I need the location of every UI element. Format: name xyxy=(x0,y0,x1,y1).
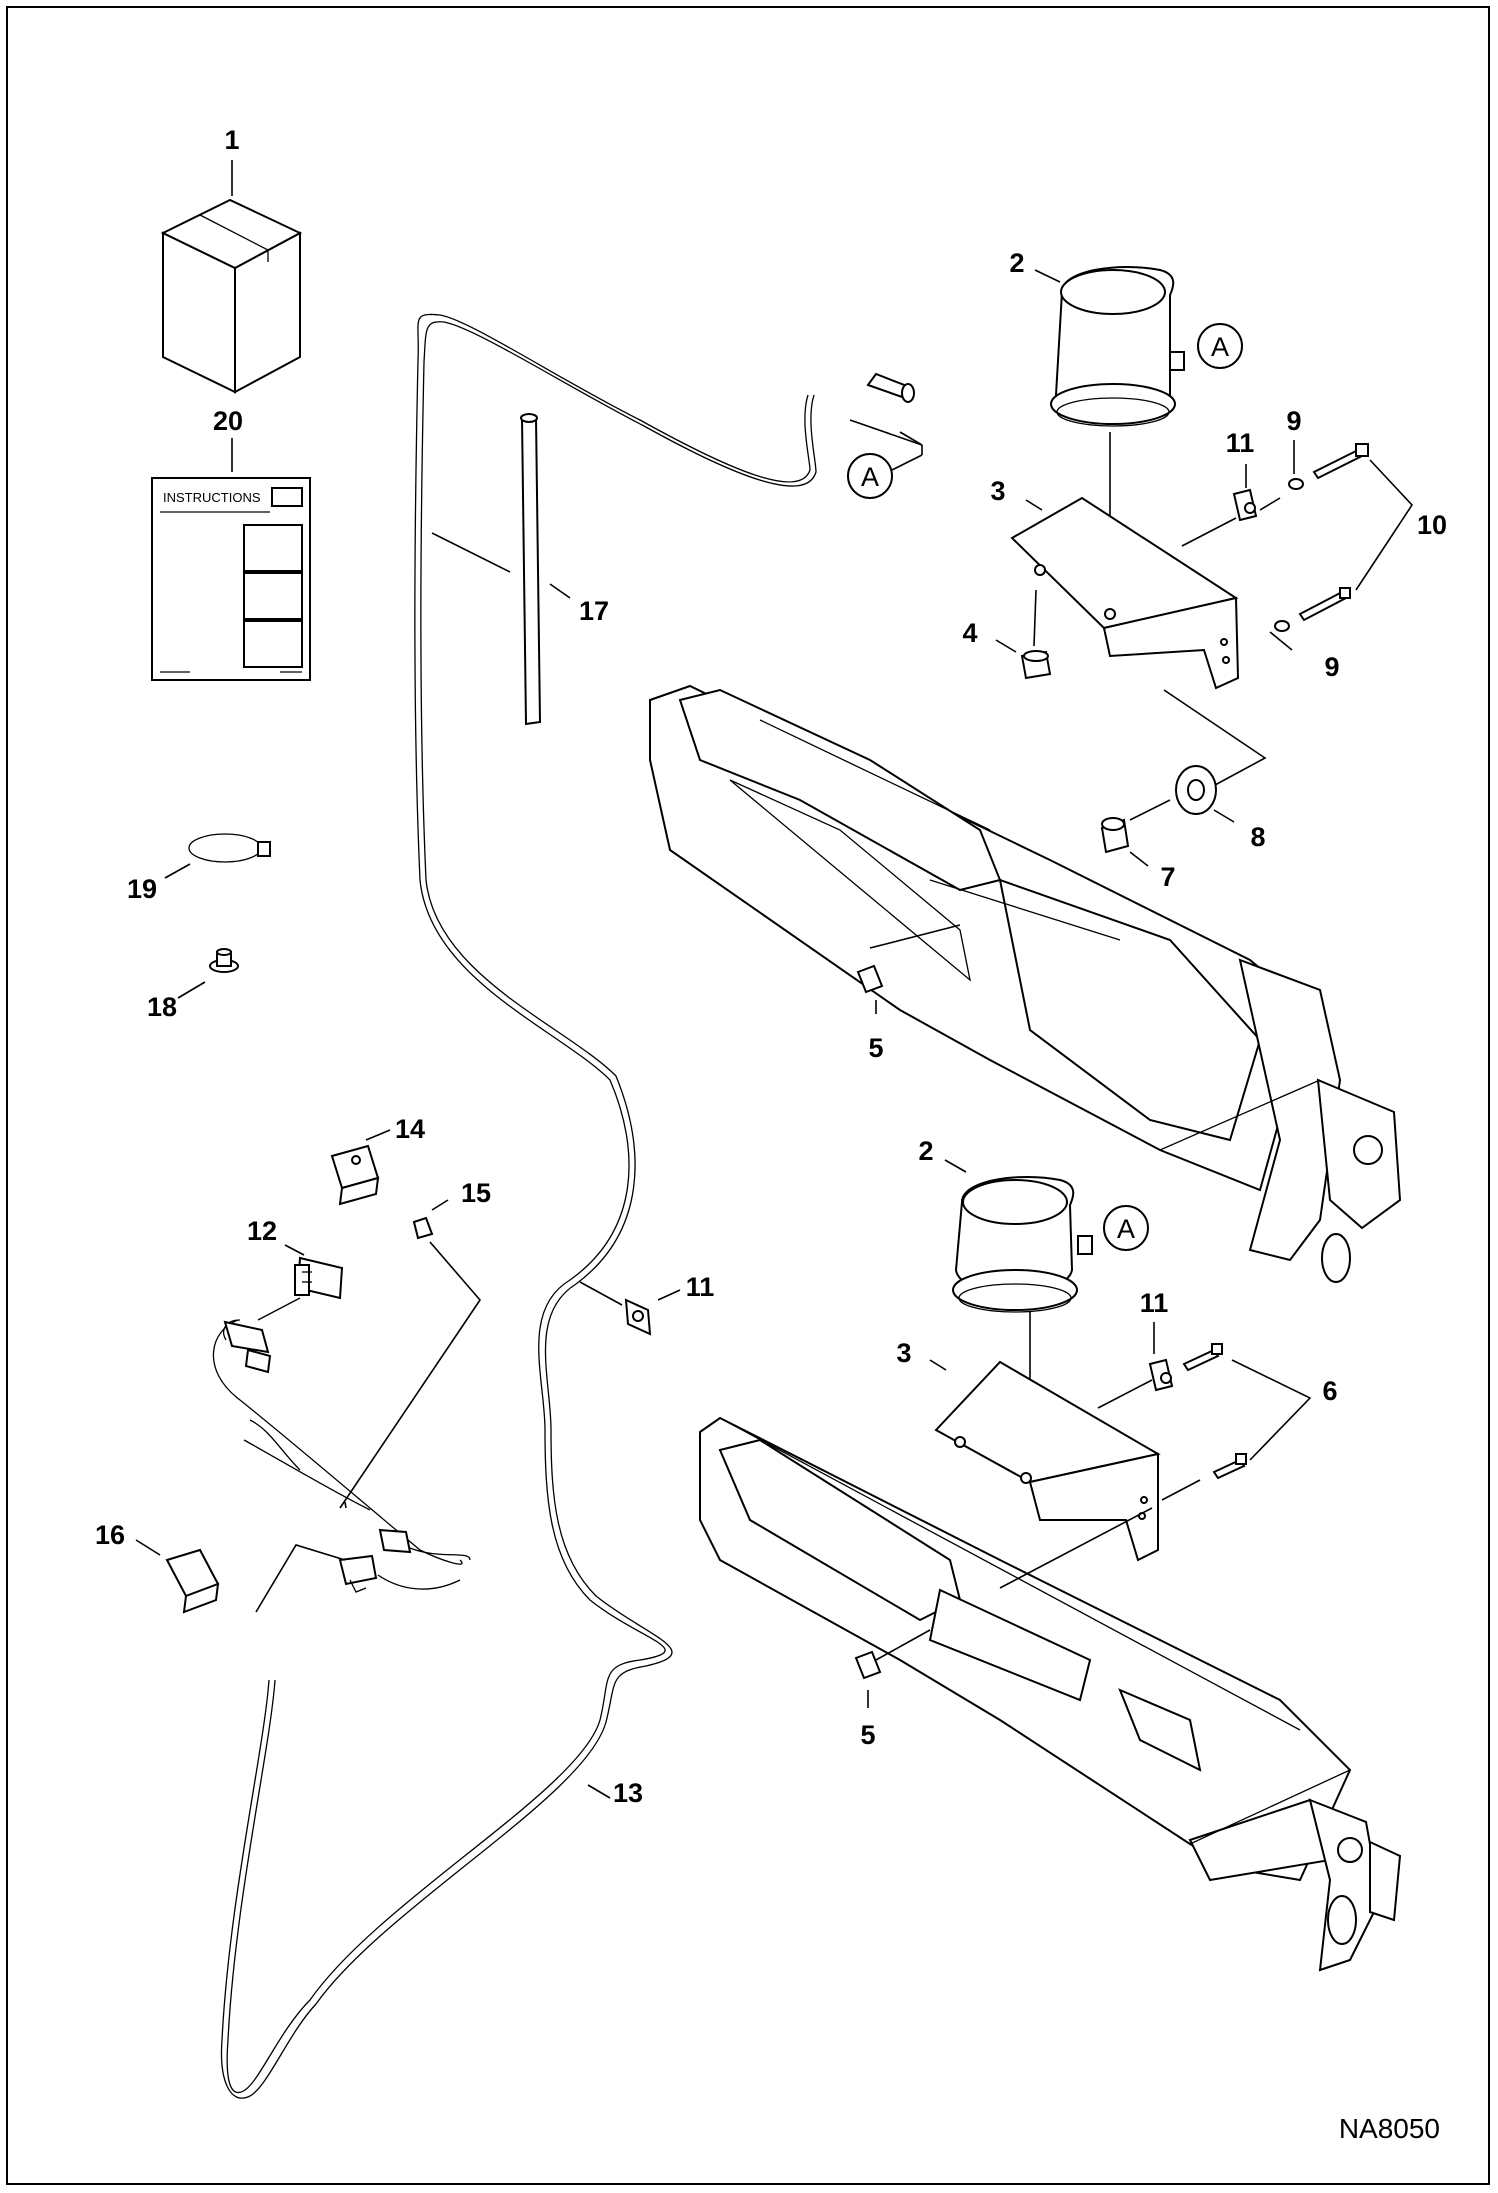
instructions-label: INSTRUCTIONS xyxy=(163,490,261,505)
callout-1: 1 xyxy=(224,125,239,155)
callout-5-lower: 5 xyxy=(860,1720,875,1750)
callout-19: 19 xyxy=(127,874,157,904)
callout-11-upper: 11 xyxy=(1226,428,1255,458)
callout-11-wire: 11 xyxy=(686,1272,715,1302)
callout-14: 14 xyxy=(395,1114,425,1144)
wire-connector-a: A xyxy=(847,372,923,499)
part-10-bolts-upper xyxy=(1259,443,1414,622)
part-18-fastener xyxy=(177,948,239,999)
part-11-clip-lower xyxy=(1148,1322,1174,1392)
callout-18: 18 xyxy=(147,992,177,1022)
callout-8: 8 xyxy=(1250,822,1265,852)
callouts: 1 20 2 2 3 3 4 5 5 6 7 8 9 9 10 11 11 11… xyxy=(95,125,1447,1808)
part-3-bracket-lower xyxy=(929,1359,1161,1562)
part-9-washers-upper xyxy=(1269,440,1304,651)
part-2-beacon-upper: A xyxy=(1034,265,1243,568)
callout-4: 4 xyxy=(962,618,977,648)
callout-5-upper: 5 xyxy=(868,1033,883,1063)
part-11-wire-clip xyxy=(579,1281,681,1336)
part-13-harness-wire xyxy=(220,313,817,2099)
loader-arm-lower xyxy=(699,1416,1402,1972)
callout-7: 7 xyxy=(1160,862,1175,892)
callout-3-lower: 3 xyxy=(896,1338,911,1368)
callout-11-lower: 11 xyxy=(1140,1288,1169,1318)
view-ref-a-3: A xyxy=(1117,1214,1135,1244)
part-6-bolts-lower xyxy=(1161,1343,1312,1501)
part-1-box xyxy=(160,160,303,394)
drawing-frame xyxy=(6,6,1490,2185)
part-14-relay-bracket xyxy=(330,1129,391,1206)
callout-2-upper: 2 xyxy=(1009,248,1024,278)
part-19-cable-tie xyxy=(164,833,271,879)
part-8-spacer xyxy=(1163,689,1267,823)
callout-20: 20 xyxy=(213,406,243,436)
callout-3-upper: 3 xyxy=(990,476,1005,506)
part-11-clip-upper xyxy=(1232,464,1258,522)
part-15-clip xyxy=(412,1199,449,1240)
callout-2-lower: 2 xyxy=(918,1136,933,1166)
part-5-clip-upper xyxy=(856,964,884,1014)
part-5-clip-lower xyxy=(854,1629,931,1708)
part-12-connector xyxy=(284,1244,344,1300)
callout-10: 10 xyxy=(1417,510,1447,540)
callout-6: 6 xyxy=(1322,1376,1337,1406)
drawing-code: NA8050 xyxy=(1339,2113,1440,2144)
part-4-nut xyxy=(995,589,1052,680)
part-20-instructions: INSTRUCTIONS xyxy=(151,438,311,681)
callout-9-upper: 9 xyxy=(1286,406,1301,436)
loader-arm-upper xyxy=(649,684,1402,1283)
harness-branches xyxy=(212,1241,482,1613)
part-16-relay xyxy=(135,1539,220,1614)
callout-17: 17 xyxy=(579,596,609,626)
view-ref-a-2: A xyxy=(1211,332,1229,362)
part-7-bushing xyxy=(1100,799,1171,867)
view-ref-a-1: A xyxy=(861,462,879,492)
part-3-bracket-upper xyxy=(1010,496,1240,690)
callout-9-lower: 9 xyxy=(1324,652,1339,682)
callout-15: 15 xyxy=(461,1178,491,1208)
callout-16: 16 xyxy=(95,1520,125,1550)
callout-12: 12 xyxy=(247,1216,277,1246)
callout-13: 13 xyxy=(613,1778,643,1808)
part-2-beacon-lower: A xyxy=(944,1159,1149,1430)
part-17-sleeve xyxy=(431,413,571,726)
